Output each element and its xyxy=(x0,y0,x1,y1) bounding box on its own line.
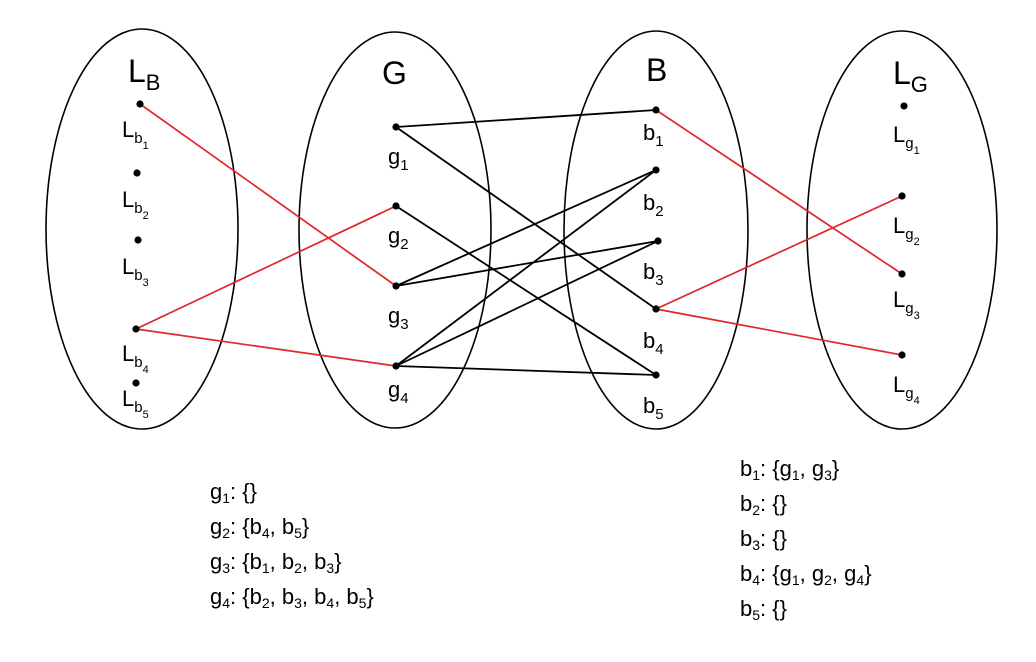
node-label-b4: b4 xyxy=(643,328,664,358)
node-dot-lb2 xyxy=(133,169,141,177)
node-label-lb4: Lb4 xyxy=(122,341,149,376)
node-label-g4: g4 xyxy=(388,377,409,407)
node-dot-g3 xyxy=(392,282,400,290)
edge-lb4-g4 xyxy=(135,328,397,367)
node-label-lb3: Lb3 xyxy=(122,254,149,289)
g-preference-lists: g1: {} g2: {b4, b5} g3: {b1, b2, b3} g4: {b… xyxy=(210,474,374,614)
edge-g4-b5 xyxy=(395,365,657,376)
b-list-line-5: b5: {} xyxy=(740,596,787,623)
edge-g2-b5 xyxy=(395,205,657,376)
node-dot-g2 xyxy=(392,202,400,210)
set-titles: LB G B LG xyxy=(128,52,928,97)
b-list-line-3: b3: {} xyxy=(740,526,787,553)
node-dot-b4 xyxy=(652,305,660,313)
node-dot-g4 xyxy=(392,362,400,370)
set-ellipse-lg xyxy=(806,30,998,430)
node-dot-b2 xyxy=(652,166,660,174)
node-dot-lg1 xyxy=(900,102,908,110)
edge-b1-lg3 xyxy=(655,109,903,275)
node-label-b1: b1 xyxy=(643,120,664,150)
node-dot-b1 xyxy=(652,106,660,114)
node-label-g2: g2 xyxy=(388,223,409,253)
node-label-lg1: Lg1 xyxy=(893,122,920,157)
edge-b4-lg4 xyxy=(655,308,903,356)
node-dot-g1 xyxy=(392,123,400,131)
node-dot-b5 xyxy=(652,371,660,379)
node-label-lg3: Lg3 xyxy=(893,287,920,322)
edge-g1-b1 xyxy=(395,109,657,128)
edge-g1-b4 xyxy=(395,126,657,310)
b-list-line-1: b1: {g1, g3} xyxy=(740,456,840,483)
node-label-lg4: Lg4 xyxy=(893,372,920,407)
node-label-lg2: Lg2 xyxy=(893,213,920,248)
node-label-g3: g3 xyxy=(388,303,409,333)
node-label-lb2: Lb2 xyxy=(122,187,149,222)
node-label-b5: b5 xyxy=(643,393,664,423)
set-ellipse-g xyxy=(298,31,492,429)
g-list-line-4: g4: {b2, b3, b4, b5} xyxy=(210,584,374,611)
edge-g4-b3 xyxy=(395,240,659,367)
edge-g4-b2 xyxy=(395,169,657,367)
set-title-g: G xyxy=(382,55,407,91)
set-ellipse-lb xyxy=(45,28,239,430)
node-dot-b3 xyxy=(654,237,662,245)
g-list-line-1: g1: {} xyxy=(210,479,257,506)
node-dot-lg4 xyxy=(898,351,906,359)
node-dot-lb4 xyxy=(132,325,140,333)
node-dot-lb1 xyxy=(136,100,144,108)
edge-layer xyxy=(135,103,903,376)
node-label-g1: g1 xyxy=(388,144,409,174)
node-dot-lg3 xyxy=(898,270,906,278)
node-dot-lb3 xyxy=(134,236,142,244)
edge-b4-lg2 xyxy=(655,195,903,310)
node-dot-lb5 xyxy=(132,379,140,387)
b-list-line-4: b4: {g1, g2, g4} xyxy=(740,561,872,588)
b-list-line-2: b2: {} xyxy=(740,491,787,518)
set-title-lg: LG xyxy=(893,55,928,97)
g-list-line-3: g3: {b1, b2, b3} xyxy=(210,549,342,576)
node-label-b2: b2 xyxy=(643,190,664,220)
edge-g3-b2 xyxy=(395,169,657,287)
node-dots xyxy=(132,100,908,387)
set-title-b: B xyxy=(646,52,667,88)
node-label-lb1: Lb1 xyxy=(122,117,149,152)
set-ellipses xyxy=(45,28,998,430)
node-label-b3: b3 xyxy=(643,259,664,289)
node-label-lb5: Lb5 xyxy=(122,386,149,421)
set-ellipse-b xyxy=(563,30,749,430)
edge-lb1-g3 xyxy=(139,103,397,287)
node-dot-lg2 xyxy=(898,192,906,200)
edge-g3-b3 xyxy=(395,240,659,287)
b-preference-lists: b1: {g1, g3} b2: {} b3: {} b4: {g1, g2, g4}… xyxy=(740,451,872,626)
set-title-lb: LB xyxy=(128,53,160,95)
edge-lb4-g2 xyxy=(135,205,397,330)
g-list-line-2: g2: {b4, b5} xyxy=(210,514,310,541)
